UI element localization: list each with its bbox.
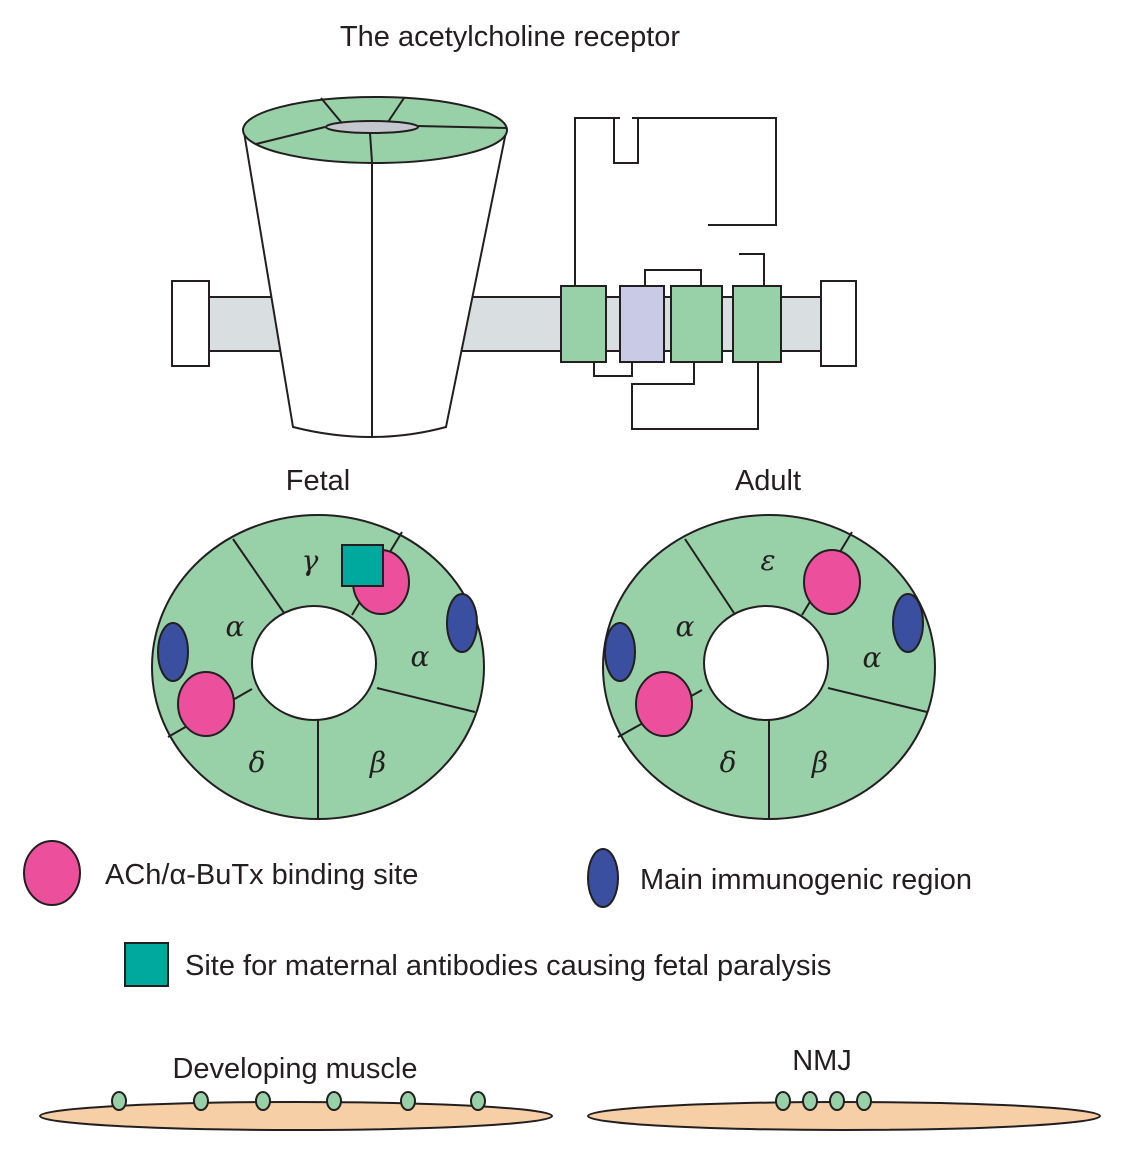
adult-label: Adult [735,465,801,497]
achr-cluster-dot [775,1091,791,1111]
legend-binding-label: ACh/α-BuTx binding site [105,859,418,891]
subunit-delta: δ [720,746,737,779]
legend-maternal-label: Site for maternal antibodies causing fet… [185,950,831,982]
subunit-beta: β [369,746,386,779]
fetal-receptor: γ α α δ β [151,514,485,820]
membrane-view [171,96,857,438]
subunit-alpha: α [863,641,882,674]
fetal-pore [251,605,377,721]
achr-cluster-dot [470,1091,486,1111]
nmj-muscle-fiber [587,1101,1101,1131]
subunit-alpha: α [411,640,430,673]
adult-pore [703,605,829,721]
subunit-delta: δ [249,746,266,779]
receptor-cone [242,96,508,438]
achr-cluster-dot [400,1091,416,1111]
diagram-title: The acetylcholine receptor [340,21,680,53]
m1-segment [560,285,607,363]
legend-maternal-swatch [124,942,169,987]
legend: ACh/α-BuTx binding site Main immunogenic… [23,840,972,987]
binding-site [177,671,235,737]
immunogenic-region [446,593,478,653]
membrane-endcap-right [820,280,857,367]
fetal-label: Fetal [286,465,350,497]
immunogenic-region [157,622,189,682]
binding-site [635,671,693,737]
ion-pore [325,120,419,134]
subunit-topology [560,117,782,430]
maternal-antibody-site [341,544,384,587]
achr-cluster-dot [111,1091,127,1111]
achr-cluster-dot [802,1091,818,1111]
subunit-alpha: α [676,610,695,643]
subunit-gamma: γ [302,544,319,577]
membrane-endcap-left [171,280,210,367]
binding-site [803,549,861,615]
achr-cluster-dot [829,1091,845,1111]
receptor-distribution: Developing muscle NMJ [39,1045,1101,1131]
legend-immunogenic-swatch [587,848,619,908]
subunit-beta: β [811,746,828,779]
subunit-alpha: α [226,610,245,643]
immunogenic-region [604,622,636,682]
m3-segment [670,285,723,363]
achr-cluster-dot [255,1091,271,1111]
legend-immunogenic-label: Main immunogenic region [640,864,972,896]
achr-cluster-dot [326,1091,342,1111]
achr-cluster-dot [193,1091,209,1111]
m2-segment [619,285,665,363]
subunit-epsilon: ε [760,544,775,577]
immunogenic-region [892,593,924,653]
m4-segment [732,285,782,363]
achr-cluster-dot [856,1091,872,1111]
developing-muscle-label: Developing muscle [172,1053,417,1085]
legend-binding-swatch [23,840,81,906]
nmj-label: NMJ [792,1045,852,1077]
adult-receptor: ε α α δ β [602,514,936,820]
developing-muscle-fiber [39,1101,553,1131]
